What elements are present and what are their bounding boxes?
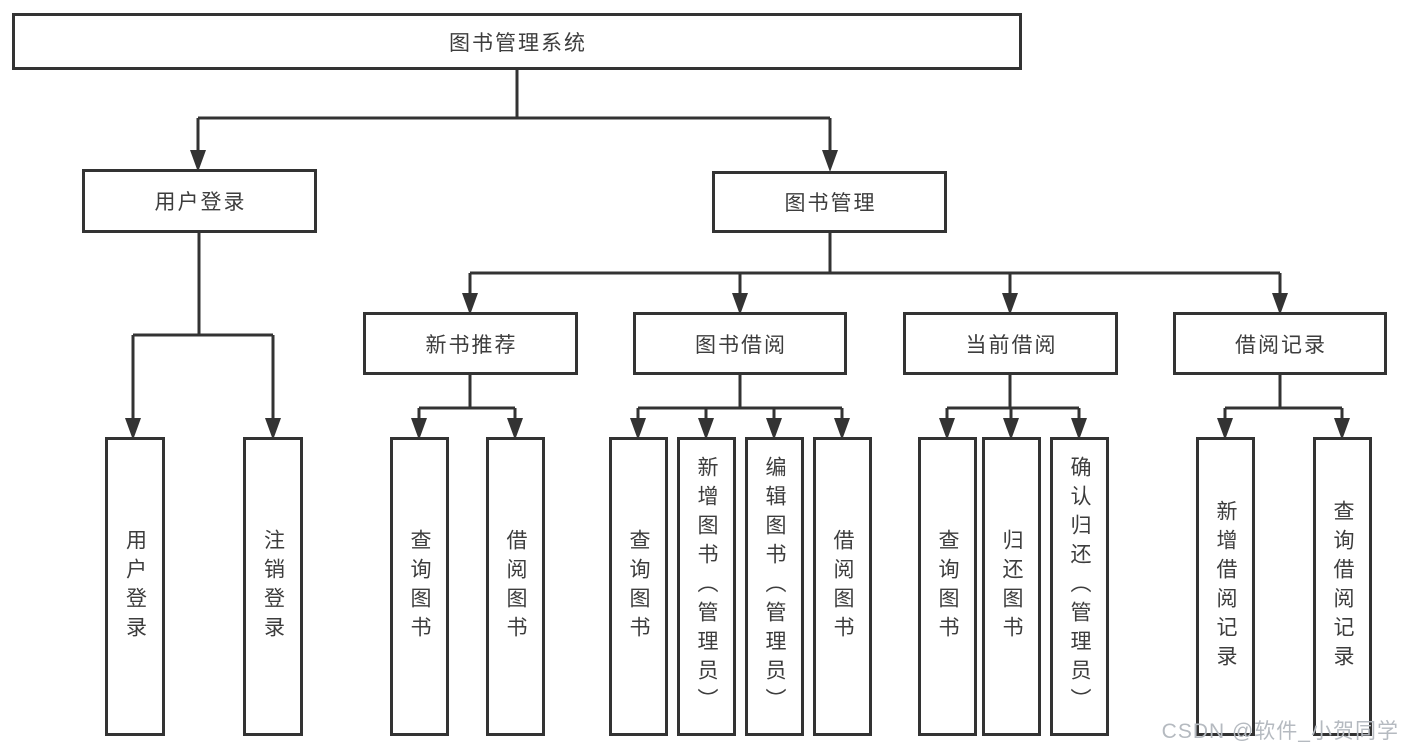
node-label: 归还图书 — [1000, 528, 1023, 645]
leaf-return-book: 归还图书 — [982, 437, 1041, 736]
node-library-system: 图书管理系统 — [12, 13, 1022, 70]
leaf-query-borrow-record: 查询借阅记录 — [1313, 437, 1372, 736]
leaf-confirm-return-admin: 确认归还（管理员） — [1050, 437, 1109, 736]
node-label: 图书管理 — [784, 192, 877, 215]
node-label: 查询图书 — [408, 528, 431, 645]
node-book-management: 图书管理 — [712, 171, 947, 233]
node-book-borrow: 图书借阅 — [633, 312, 847, 375]
node-user-login-group: 用户登录 — [82, 169, 317, 233]
node-label: 借阅图书 — [831, 528, 854, 645]
arrowheads — [125, 150, 1350, 440]
node-label: 图书管理系统 — [449, 31, 587, 55]
node-new-book-recommend: 新书推荐 — [363, 312, 578, 375]
node-label: 用户登录 — [154, 191, 247, 214]
node-label: 注销登录 — [261, 528, 285, 645]
leaf-edit-book-admin: 编辑图书（管理员） — [745, 437, 804, 736]
leaf-borrow-books-2: 借阅图书 — [813, 437, 872, 736]
leaf-user-login: 用户登录 — [105, 437, 165, 736]
leaf-query-books-3: 查询图书 — [918, 437, 977, 736]
node-label: 新增图书（管理员） — [695, 456, 718, 717]
node-label: 借阅记录 — [1235, 333, 1327, 357]
node-label: 查询图书 — [936, 528, 959, 645]
node-label: 借阅图书 — [504, 528, 527, 645]
leaf-borrow-books-1: 借阅图书 — [486, 437, 545, 736]
node-label: 用户登录 — [123, 528, 147, 645]
leaf-query-books-1: 查询图书 — [390, 437, 449, 736]
leaf-add-borrow-record: 新增借阅记录 — [1196, 437, 1255, 736]
node-label: 新增借阅记录 — [1214, 499, 1237, 674]
connector-path — [131, 70, 1344, 420]
node-label: 查询图书 — [627, 528, 650, 645]
node-borrow-records: 借阅记录 — [1173, 312, 1387, 375]
node-label: 编辑图书（管理员） — [763, 456, 786, 717]
leaf-query-books-2: 查询图书 — [609, 437, 668, 736]
leaf-logout: 注销登录 — [243, 437, 303, 736]
node-label: 查询借阅记录 — [1331, 499, 1354, 674]
node-label: 新书推荐 — [425, 333, 518, 357]
node-label: 确认归还（管理员） — [1068, 456, 1091, 717]
node-current-borrow: 当前借阅 — [903, 312, 1118, 375]
csdn-watermark: CSDN @软件_小贺同学 — [1161, 720, 1399, 743]
node-label: 当前借阅 — [965, 333, 1058, 357]
node-label: 图书借阅 — [695, 333, 787, 357]
leaf-add-book-admin: 新增图书（管理员） — [677, 437, 736, 736]
